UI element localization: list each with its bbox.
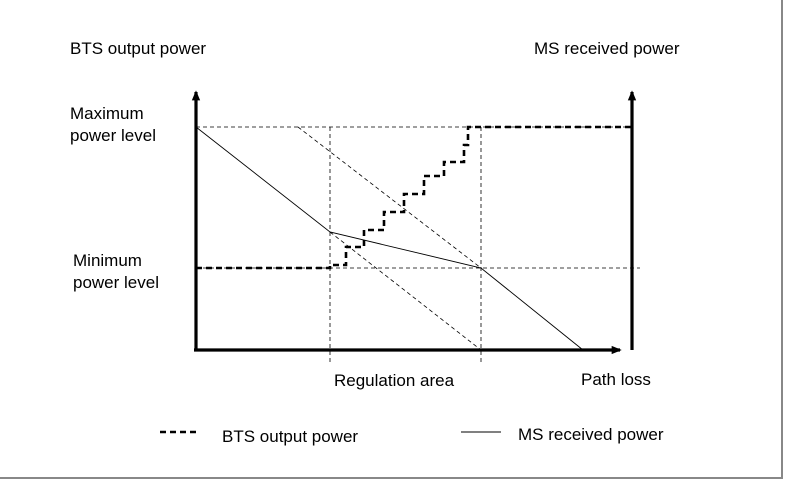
path-loss-label: Path loss	[581, 370, 651, 389]
axes	[191, 90, 637, 355]
ms-received-power-line	[195, 126, 584, 351]
max-level-label-line2: power level	[70, 126, 156, 145]
diagonal-guide-upper	[297, 126, 482, 269]
min-level-label-line1: Minimum	[73, 251, 142, 270]
legend-ms-label: MS received power	[518, 425, 664, 444]
regulation-area-label: Regulation area	[334, 371, 455, 390]
legend-bts-label: BTS output power	[222, 427, 359, 446]
right-axis-title: MS received power	[534, 39, 680, 58]
bts-output-power-line	[196, 125, 632, 270]
max-level-label-line1: Maximum	[70, 104, 144, 123]
diagonal-guide-lower	[329, 231, 482, 351]
left-axis-title: BTS output power	[70, 39, 207, 58]
guide-lines	[196, 126, 640, 363]
min-level-label-line2: power level	[73, 273, 159, 292]
